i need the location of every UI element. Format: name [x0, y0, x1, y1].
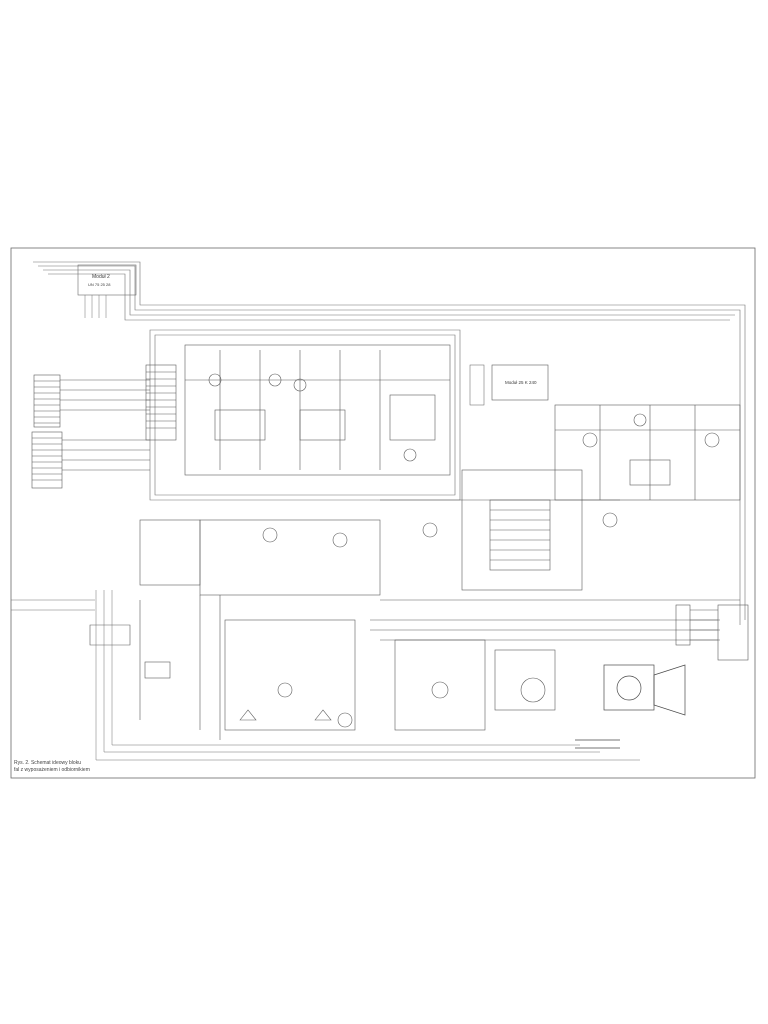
- module-top-left-label: Moduł 2: [92, 274, 110, 280]
- chroma-ic-block: [380, 469, 740, 601]
- module-top-left-sublabel: UN 75 25 28: [88, 282, 111, 287]
- module-top-left: Moduł 2 UN 75 25 28: [77, 264, 137, 318]
- bottom-wiring: [11, 590, 640, 761]
- figure-caption-line-1: Rys. 2. Schemat ideowy bloku: [14, 760, 81, 766]
- schematic-frame: [10, 247, 756, 779]
- if-block: [145, 344, 451, 476]
- left-connector-strips: [31, 374, 150, 489]
- module-right-label: Moduł 25 K 240: [505, 380, 537, 385]
- module-right: Moduł 25 K 240: [469, 364, 549, 406]
- right-connector: [675, 604, 749, 661]
- audio-block: [89, 519, 381, 740]
- output-block: [224, 619, 720, 731]
- figure-caption-line-2: fal z wyposażeniem i odbiornikiem: [14, 767, 90, 773]
- crt-symbol: [575, 664, 686, 749]
- sync-block: [554, 404, 741, 501]
- figure-caption: Rys. 2. Schemat ideowy bloku fal z wypos…: [14, 760, 94, 774]
